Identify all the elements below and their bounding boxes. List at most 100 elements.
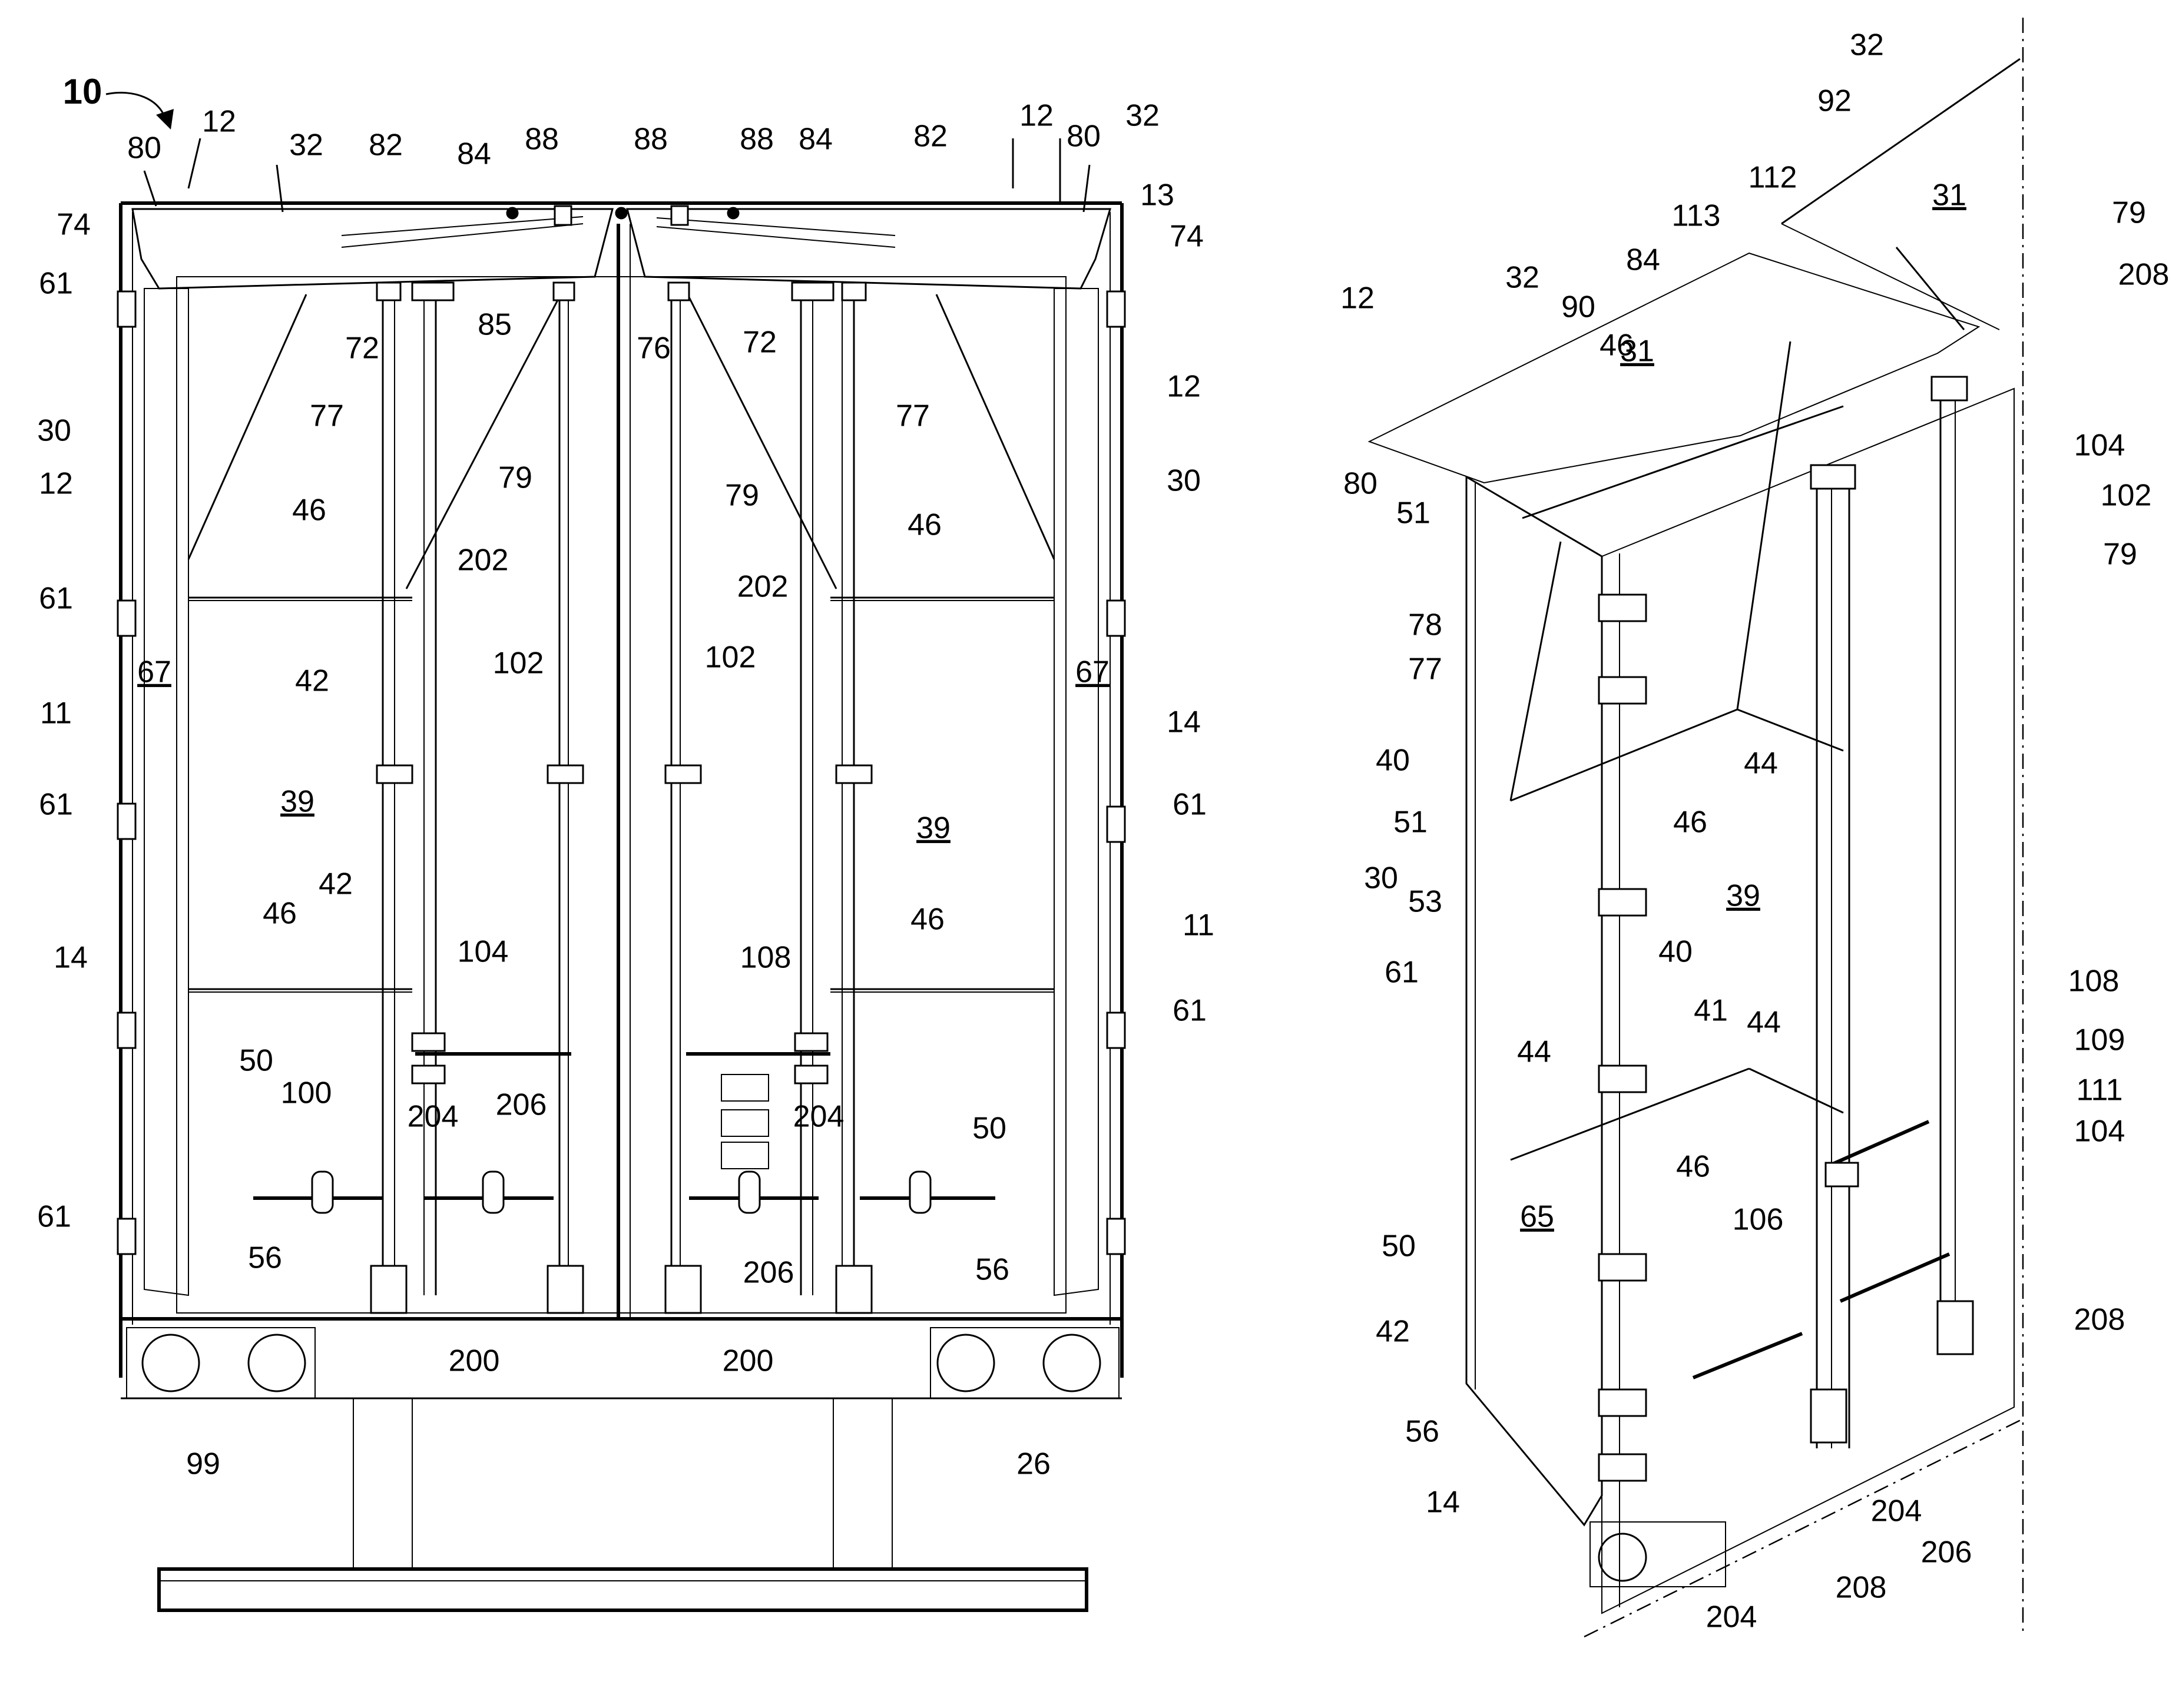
label: 202	[737, 570, 789, 604]
label: 206	[743, 1256, 794, 1290]
label: 80	[127, 131, 161, 165]
label: 108	[2068, 964, 2120, 999]
label: 102	[2101, 479, 2152, 513]
label: 56	[1405, 1415, 1439, 1449]
label: 99	[186, 1447, 220, 1481]
label: 65	[1520, 1200, 1554, 1234]
label: 61	[39, 788, 73, 822]
label: 61	[1385, 956, 1419, 990]
label: 67	[137, 655, 171, 689]
label: 82	[369, 128, 403, 162]
label: 79	[2112, 196, 2146, 230]
label: 67	[1075, 655, 1110, 689]
label: 46	[263, 897, 297, 931]
label: 112	[1749, 161, 1797, 195]
label: 51	[1393, 805, 1428, 840]
label: 42	[295, 664, 329, 698]
label: 46	[1673, 805, 1707, 840]
label: 42	[1376, 1315, 1410, 1349]
label: 44	[1744, 747, 1778, 781]
label: 77	[1408, 652, 1442, 686]
label: 113	[1672, 199, 1721, 233]
label: 14	[54, 941, 88, 975]
label: 111	[2076, 1073, 2122, 1107]
label: 44	[1517, 1035, 1551, 1069]
label: 200	[449, 1344, 500, 1378]
label: 88	[525, 122, 559, 157]
label: 12	[39, 467, 73, 501]
label: 61	[1173, 994, 1207, 1028]
label: 104	[458, 935, 509, 969]
label: 108	[740, 941, 792, 975]
label: 78	[1408, 608, 1442, 642]
label: 13	[1140, 178, 1174, 213]
label: 11	[40, 697, 72, 731]
label: 102	[493, 646, 544, 681]
label: 88	[634, 122, 668, 157]
label: 61	[37, 1200, 71, 1234]
label: 50	[1382, 1229, 1416, 1263]
label: 80	[1067, 120, 1101, 154]
label: 44	[1747, 1006, 1781, 1040]
label: 204	[408, 1100, 459, 1134]
label: 14	[1167, 705, 1201, 739]
label: 204	[793, 1100, 845, 1134]
ref-10: 10	[63, 72, 102, 111]
label: 208	[2074, 1303, 2125, 1337]
label: 32	[289, 128, 323, 162]
label: 206	[1921, 1535, 1972, 1570]
label: 84	[1626, 243, 1660, 277]
label: 106	[1733, 1203, 1784, 1237]
label: 202	[458, 543, 509, 578]
label: 74	[1170, 220, 1204, 254]
label: 76	[637, 331, 671, 366]
label: 51	[1396, 496, 1430, 530]
label: 56	[975, 1253, 1009, 1287]
label: 12	[1167, 370, 1201, 404]
label: 46	[1600, 329, 1634, 363]
label: 206	[496, 1088, 547, 1122]
label: 72	[743, 326, 777, 360]
label: 80	[1343, 467, 1377, 501]
label: 50	[972, 1112, 1006, 1146]
label: 12	[202, 105, 236, 139]
label: 204	[1706, 1600, 1757, 1634]
label: 11	[1183, 908, 1214, 943]
label: 109	[2074, 1023, 2125, 1057]
label: 88	[740, 122, 774, 157]
label: 208	[1836, 1571, 1887, 1605]
label: 61	[39, 582, 73, 616]
label: 77	[310, 399, 344, 433]
label: 46	[292, 493, 326, 528]
label: 85	[478, 308, 512, 342]
label: 40	[1658, 935, 1693, 969]
label: 56	[248, 1241, 282, 1275]
label: 72	[345, 331, 379, 366]
label: 84	[799, 122, 833, 157]
left-view-labels: 10 80 12 32 82 84 88 88 88 84 82 12 80 3…	[37, 72, 1214, 1481]
right-view-labels: 32 92 31 112 113 79 208 84 12 32 31 90 4…	[1340, 28, 2169, 1634]
label: 40	[1376, 744, 1410, 778]
label: 90	[1561, 290, 1595, 324]
label: 12	[1340, 281, 1375, 316]
label: 12	[1019, 99, 1054, 133]
label: 104	[2074, 429, 2125, 463]
label: 39	[280, 785, 314, 819]
label: 82	[913, 120, 948, 154]
label: 79	[725, 479, 759, 513]
label: 61	[39, 267, 73, 301]
label: 104	[2074, 1115, 2125, 1149]
label: 61	[1173, 788, 1207, 822]
label: 208	[2118, 258, 2170, 292]
label: 46	[1676, 1150, 1710, 1184]
label: 79	[498, 461, 532, 495]
label: 50	[239, 1044, 273, 1078]
label: 31	[1932, 178, 1966, 213]
label: 32	[1125, 99, 1160, 133]
label: 79	[2103, 538, 2137, 572]
label: 100	[281, 1076, 332, 1110]
label: 53	[1408, 885, 1442, 919]
label: 42	[319, 867, 353, 901]
label: 102	[705, 641, 756, 675]
